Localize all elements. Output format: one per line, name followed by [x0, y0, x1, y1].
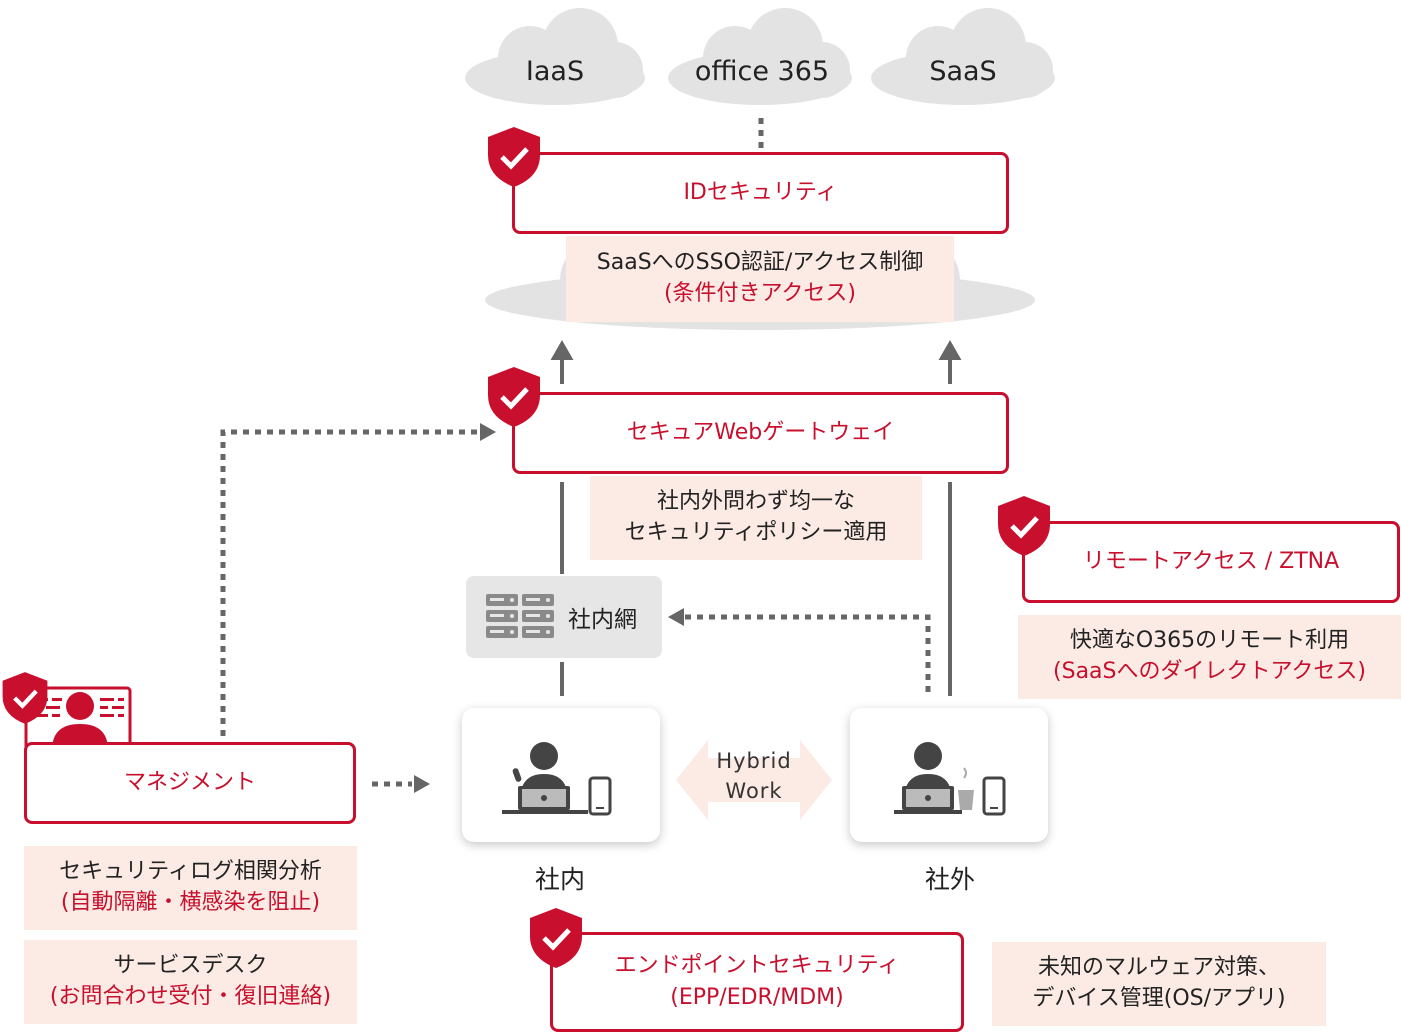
- id-security-note-line1: SaaSへのSSO認証/アクセス制御: [596, 250, 924, 276]
- hybrid-work-label: Hybrid Work: [704, 746, 804, 807]
- swg-label: セキュアWebゲートウェイ: [626, 420, 895, 446]
- cloud-iaas-shape: [465, 8, 645, 105]
- hybrid-work-line1: Hybrid: [716, 749, 792, 773]
- id-security-note-line2: (条件付きアクセス): [663, 281, 857, 306]
- management-note-log-line2: (自動隔離・横感染を阻止): [60, 890, 321, 915]
- ztna-label: リモートアクセス / ZTNA: [1082, 549, 1340, 575]
- inside-label: 社内: [534, 865, 585, 894]
- swg-note: 社内外問わず均一な セキュリティポリシー適用: [590, 476, 922, 560]
- management-note-log-line1: セキュリティログ相関分析: [59, 859, 322, 885]
- id-security-box: IDセキュリティ: [512, 152, 1009, 234]
- outside-label: 社外: [924, 865, 975, 894]
- id-security-note: SaaSへのSSO認証/アクセス制御 (条件付きアクセス): [566, 236, 954, 322]
- cloud-office365-label: office 365: [694, 56, 830, 87]
- management-note-servicedesk: サービスデスク (お問合わせ受付・復旧連絡): [24, 940, 357, 1024]
- id-security-shield-icon: [488, 127, 540, 187]
- cloud-saas-label: SaaS: [929, 56, 997, 87]
- management-note-servicedesk-line2: (お問合わせ受付・復旧連絡): [49, 984, 332, 1009]
- ztna-note-line2: (SaaSへのダイレクトアクセス): [1053, 659, 1366, 684]
- hybrid-work-line2: Work: [725, 779, 783, 804]
- swg-note-line2: セキュリティポリシー適用: [624, 520, 888, 545]
- internal-network-box: 社内網: [466, 576, 662, 658]
- outside-worker-card: [850, 708, 1048, 842]
- swg-shield-icon: [488, 367, 540, 427]
- endpoint-note: 未知のマルウェア対策、 デバイス管理(OS/アプリ): [992, 942, 1326, 1026]
- server-icon: [486, 594, 554, 638]
- endpoint-security-label-line2: (EPP/EDR/MDM): [670, 985, 844, 1010]
- endpoint-note-line2: デバイス管理(OS/アプリ): [1032, 986, 1286, 1011]
- endpoint-shield-icon: [530, 908, 582, 968]
- management-note-log: セキュリティログ相関分析 (自動隔離・横感染を阻止): [24, 846, 357, 930]
- swg-note-line1: 社内外問わず均一な: [656, 489, 855, 515]
- hybrid-work-arrow: [676, 740, 832, 820]
- remote-worker-icon: [894, 742, 1006, 816]
- cloud-saas-shape: [871, 8, 1055, 105]
- office-worker-icon: [502, 742, 612, 816]
- management-label: マネジメント: [123, 770, 256, 796]
- inside-worker-card: [462, 708, 660, 842]
- id-security-label: IDセキュリティ: [683, 180, 838, 206]
- internal-network-label: 社内網: [568, 607, 637, 633]
- ztna-note: 快適なO365のリモート利用 (SaaSへのダイレクトアクセス): [1018, 615, 1401, 699]
- ztna-box: リモートアクセス / ZTNA: [1022, 521, 1400, 603]
- cloud-iaas-label: IaaS: [525, 56, 585, 87]
- management-shield-icon: [2, 672, 48, 724]
- cloud-office365-shape: [668, 8, 852, 105]
- management-box: マネジメント: [24, 742, 356, 824]
- management-note-servicedesk-line1: サービスデスク: [113, 953, 268, 979]
- swg-box: セキュアWebゲートウェイ: [512, 392, 1009, 474]
- endpoint-security-label-line1: エンドポイントセキュリティ: [614, 953, 900, 979]
- ztna-shield-icon: [998, 496, 1050, 556]
- ztna-note-line1: 快適なO365のリモート利用: [1069, 628, 1350, 654]
- endpoint-security-box: エンドポイントセキュリティ (EPP/EDR/MDM): [550, 932, 964, 1032]
- endpoint-note-line1: 未知のマルウェア対策、: [1037, 955, 1280, 981]
